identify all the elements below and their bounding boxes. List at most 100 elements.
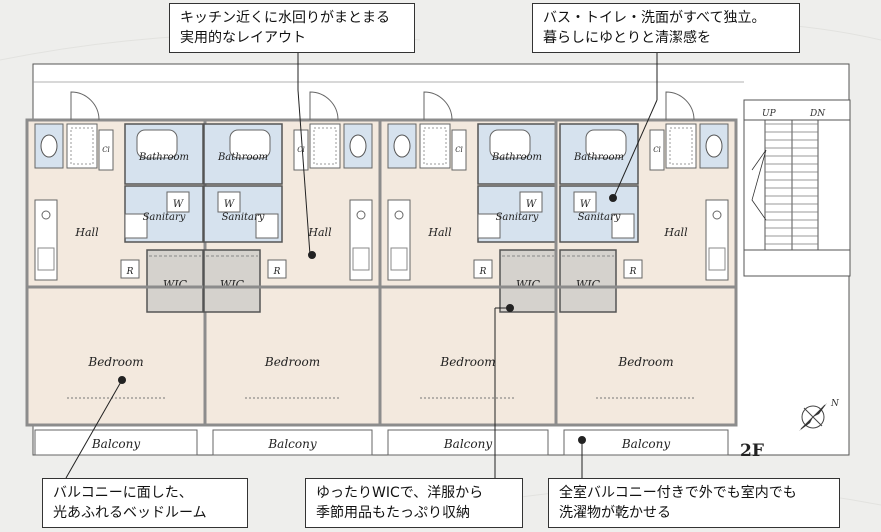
- washer-space: [519, 191, 543, 213]
- callout-balcony-bedroom: バルコニーに面した、 光あふれるベッドルーム: [42, 478, 248, 528]
- balcony: [387, 429, 549, 456]
- balcony: [212, 429, 373, 456]
- walk-in-closet: [499, 249, 557, 313]
- kitchen-sink: [708, 247, 726, 271]
- callout-line: バス・トイレ・洗面がすべて独立。: [543, 10, 766, 26]
- washer-space: [217, 191, 241, 213]
- washbasin: [477, 213, 501, 239]
- callout-line: ゆったりWICで、洋服から: [316, 485, 484, 501]
- closet-label: Cl: [297, 146, 305, 154]
- refrigerator: [120, 259, 140, 279]
- stove-burner: [712, 210, 722, 220]
- refrigerator: [267, 259, 287, 279]
- kitchen-counter: [387, 199, 411, 281]
- closet: [98, 129, 114, 171]
- kitchen-counter: [349, 199, 373, 281]
- balcony: [34, 429, 198, 456]
- stove-burner: [356, 210, 366, 220]
- toilet-fixture: [393, 134, 411, 158]
- washer-label: W: [526, 199, 537, 210]
- refrigerator-label: R: [273, 267, 281, 277]
- washbasin: [255, 213, 279, 239]
- entry-door-swing: [70, 91, 100, 121]
- wic-label: WIC: [576, 278, 601, 291]
- leader-lines: [65, 44, 658, 479]
- kitchen-sink: [390, 247, 408, 271]
- kitchen-counter: [34, 199, 58, 281]
- sanitary-label: Sanitary: [222, 212, 265, 223]
- wic-label: WIC: [220, 278, 245, 291]
- closet-label: Cl: [455, 146, 463, 154]
- balcony-label: Balcony: [443, 437, 492, 451]
- hall-label: Hall: [663, 226, 688, 239]
- floor-label: 2F: [740, 441, 764, 461]
- callout-all-balcony: 全室バルコニー付きで外でも室内でも 洗濯物が乾かせる: [548, 478, 840, 528]
- refrigerator-label: R: [479, 267, 487, 277]
- bathtub: [585, 129, 627, 159]
- toilet-fixture: [705, 134, 723, 158]
- balcony-label: Balcony: [91, 437, 140, 451]
- callout-line: バルコニーに面した、: [53, 485, 193, 501]
- kitchen-sink: [37, 247, 55, 271]
- bathroom-label: Bathroom: [491, 152, 542, 163]
- washer-space: [573, 191, 597, 213]
- compass-north-label: N: [830, 399, 840, 409]
- closet-label: Cl: [102, 146, 110, 154]
- unit-2: ClBathroomWSanitaryHallRWICBedroomBalcon…: [203, 91, 382, 456]
- bathroom-label: Bathroom: [138, 152, 189, 163]
- wic-label: WIC: [516, 278, 541, 291]
- walk-in-closet: [203, 249, 261, 313]
- entrance-tiles: [669, 127, 693, 165]
- toilet-fixture: [349, 134, 367, 158]
- bedroom-label: Bedroom: [617, 355, 673, 369]
- hall-label: Hall: [307, 226, 332, 239]
- sanitary-label: Sanitary: [496, 212, 539, 223]
- washbasin: [611, 213, 635, 239]
- callout-line: キッチン近くに水回りがまとまる: [180, 10, 390, 26]
- kitchen-sink: [352, 247, 370, 271]
- washer-label: W: [224, 199, 235, 210]
- callout-kitchen-water: キッチン近くに水回りがまとまる 実用的なレイアウト: [169, 3, 415, 53]
- entrance-tiles: [70, 127, 94, 165]
- entry-door-swing: [309, 91, 339, 121]
- kitchen-counter: [705, 199, 729, 281]
- refrigerator: [623, 259, 643, 279]
- callout-line: 季節用品もたっぷり収納: [316, 505, 470, 521]
- balcony-label: Balcony: [621, 437, 670, 451]
- washer-space: [166, 191, 190, 213]
- unit-3: ClBathroomWSanitaryHallRWICBedroomBalcon…: [378, 91, 558, 456]
- stove-burner: [41, 210, 51, 220]
- hall-label: Hall: [427, 226, 452, 239]
- washer-label: W: [173, 199, 184, 210]
- entrance-tiles: [313, 127, 337, 165]
- stairs-up-label: UP: [762, 109, 777, 119]
- callout-line: 全室バルコニー付きで外でも室内でも: [559, 485, 797, 501]
- refrigerator: [473, 259, 493, 279]
- balcony: [563, 429, 729, 456]
- unit-1: ClBathroomWSanitaryHallRWICBedroomBalcon…: [25, 91, 207, 456]
- wic-label: WIC: [163, 278, 188, 291]
- closet: [649, 129, 665, 171]
- washbasin: [124, 213, 148, 239]
- bathtub: [229, 129, 271, 159]
- washer-label: W: [580, 199, 591, 210]
- bedroom-label: Bedroom: [87, 355, 143, 369]
- stove-burner: [394, 210, 404, 220]
- callout-line: 光あふれるベッドルーム: [53, 505, 207, 521]
- stairs-down-label: DN: [809, 109, 826, 119]
- entry-door-swing: [665, 91, 695, 121]
- bathtub: [136, 129, 178, 159]
- refrigerator-label: R: [629, 267, 637, 277]
- callout-line: 実用的なレイアウト: [180, 30, 306, 46]
- sanitary-label: Sanitary: [143, 212, 186, 223]
- callout-wic: ゆったりWICで、洋服から 季節用品もたっぷり収納: [305, 478, 523, 528]
- bathroom-label: Bathroom: [573, 152, 624, 163]
- entrance-tiles: [423, 127, 447, 165]
- callout-line: 洗濯物が乾かせる: [559, 505, 671, 521]
- walk-in-closet: [146, 249, 204, 313]
- closet: [451, 129, 467, 171]
- bathroom-label: Bathroom: [217, 152, 268, 163]
